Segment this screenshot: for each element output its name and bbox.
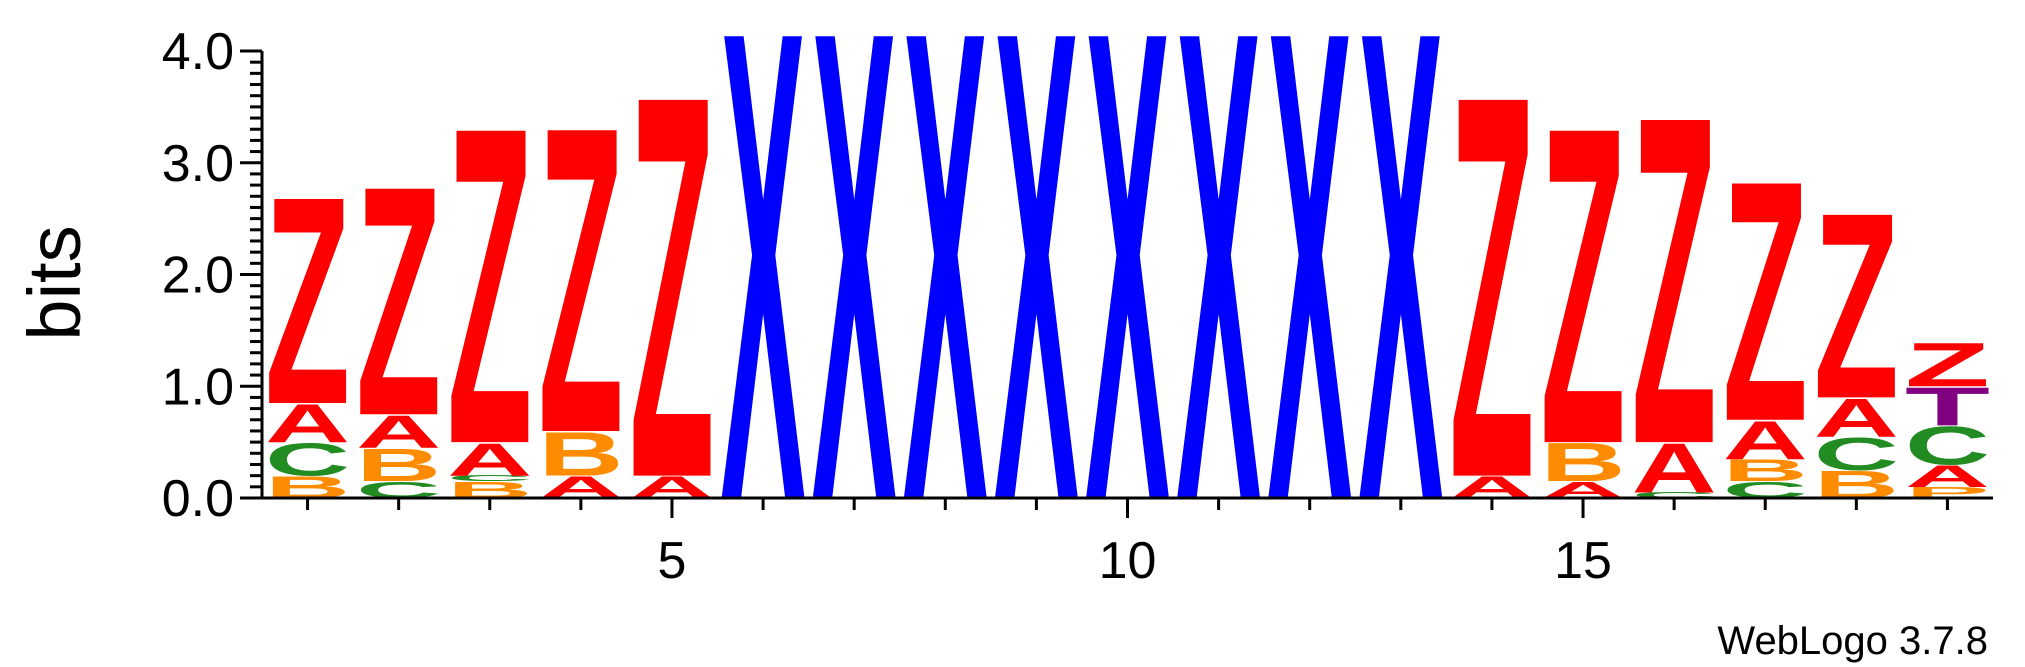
position-stack-14: AZ xyxy=(1449,0,1534,592)
y-tick-label: 4.0 xyxy=(162,23,234,81)
glyph-A: A xyxy=(1723,410,1808,471)
position-stack-6: X xyxy=(721,0,807,641)
y-tick-label: 1.0 xyxy=(162,358,234,416)
y-tick-label: 2.0 xyxy=(162,247,234,305)
glyph-A: A xyxy=(265,393,350,454)
position-stack-15: ABZ xyxy=(1540,33,1625,539)
position-stack-13: X xyxy=(1358,0,1444,641)
glyph-Z: Z xyxy=(356,119,441,485)
x-tick-label: 10 xyxy=(1099,532,1157,590)
x-tick-label: 15 xyxy=(1554,532,1612,590)
position-stack-5: AZ xyxy=(629,0,714,592)
x-tick-label: 5 xyxy=(658,532,687,590)
glyph-X: X xyxy=(994,0,1080,641)
glyph-B: B xyxy=(538,419,623,489)
glyph-A: A xyxy=(356,406,441,458)
glyph-Z: Z xyxy=(629,0,714,592)
glyph-Z: Z xyxy=(1449,0,1534,592)
glyph-T: T xyxy=(1905,376,1990,437)
glyph-X: X xyxy=(721,0,807,641)
position-stack-9: X xyxy=(994,0,1080,641)
position-stack-7: X xyxy=(812,0,898,641)
glyph-X: X xyxy=(812,0,898,641)
chart-axes: 0.0 1.0 2.0 3.0 4.0 5 10 15 xyxy=(162,23,1993,590)
glyph-A: A xyxy=(447,434,532,486)
glyph-Z: Z xyxy=(1723,109,1808,493)
glyph-Z: Z xyxy=(1905,330,1990,400)
glyph-C: C xyxy=(1905,416,1990,477)
position-stack-4: ABZ xyxy=(538,35,623,524)
glyph-A: A xyxy=(1814,388,1899,449)
version-footer: WebLogo 3.7.8 xyxy=(1717,619,1988,663)
glyph-C: C xyxy=(1814,428,1899,480)
position-stack-8: X xyxy=(903,0,989,641)
glyph-B: B xyxy=(356,439,441,491)
glyph-Z: Z xyxy=(1814,157,1899,454)
glyph-Z: Z xyxy=(1540,33,1625,539)
glyph-B: B xyxy=(1723,453,1808,488)
position-stack-11: X xyxy=(1176,0,1262,641)
glyph-X: X xyxy=(903,0,989,641)
glyph-Z: Z xyxy=(1632,19,1717,542)
glyph-A: A xyxy=(1905,459,1990,494)
y-tick-label: 0.0 xyxy=(162,470,234,528)
glyph-X: X xyxy=(1176,0,1262,641)
position-stack-10: X xyxy=(1085,0,1171,641)
glyph-Z: Z xyxy=(538,35,623,524)
glyph-Z: Z xyxy=(265,135,350,467)
glyph-Z: Z xyxy=(447,33,532,539)
glyph-C: C xyxy=(1632,491,1717,500)
position-stack-12: X xyxy=(1267,0,1353,641)
y-tick-label: 3.0 xyxy=(162,135,234,193)
position-stack-16: CAZ xyxy=(1632,19,1717,542)
y-axis-label: bits xyxy=(13,225,96,340)
glyph-C: C xyxy=(447,474,532,483)
glyph-C: C xyxy=(265,434,350,486)
glyph-X: X xyxy=(1085,0,1171,641)
glyph-B: B xyxy=(1540,432,1625,493)
glyph-X: X xyxy=(1358,0,1444,641)
glyph-A: A xyxy=(1632,429,1717,508)
glyph-X: X xyxy=(1267,0,1353,641)
